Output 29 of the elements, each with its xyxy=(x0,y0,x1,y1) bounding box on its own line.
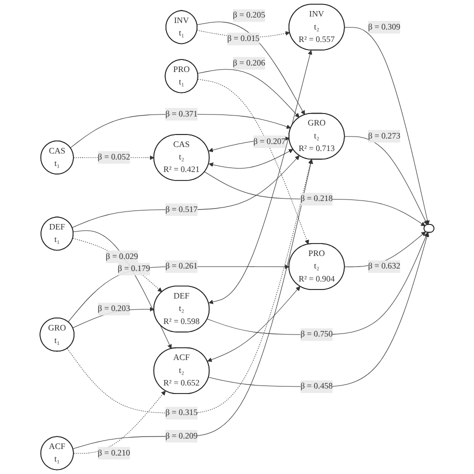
arrow xyxy=(73,390,166,454)
edge-label: β = 0.273 xyxy=(368,132,400,140)
arrow xyxy=(198,69,300,118)
edge-label: β = 0.309 xyxy=(368,22,400,32)
arrow xyxy=(208,149,294,169)
edge-label: β = 0.632 xyxy=(368,262,400,271)
arrow xyxy=(198,78,310,244)
edge-label: β = 0.315 xyxy=(165,408,198,418)
edge-label: β = 0.458 xyxy=(300,382,333,391)
edge-label: β = 0.179 xyxy=(118,264,150,274)
arrow xyxy=(204,172,426,226)
edge-label: β = 0.029 xyxy=(106,252,138,261)
edge-label: β = 0.210 xyxy=(98,448,130,458)
edge-label: β = 0.750 xyxy=(300,330,333,339)
edge-label: β = 0.015 xyxy=(227,34,260,44)
edge-label: β = 0.052 xyxy=(98,152,130,162)
edge-label: β = 0.203 xyxy=(98,304,130,314)
arrow xyxy=(70,114,291,148)
arrow xyxy=(344,136,428,225)
edge-label: β = 0.517 xyxy=(165,204,198,214)
arrow xyxy=(207,286,300,362)
edge-label: β = 0.209 xyxy=(165,432,198,441)
edge-label: β = 0.261 xyxy=(165,262,198,271)
edge-label: β = 0.371 xyxy=(165,110,198,118)
edge-label: β = 0.206 xyxy=(232,58,266,68)
edge-label: β = 0.207 xyxy=(253,136,286,146)
arrow xyxy=(344,27,430,225)
edge-label: β = 0.218 xyxy=(300,194,333,204)
edge-label: β = 0.205 xyxy=(232,10,266,20)
